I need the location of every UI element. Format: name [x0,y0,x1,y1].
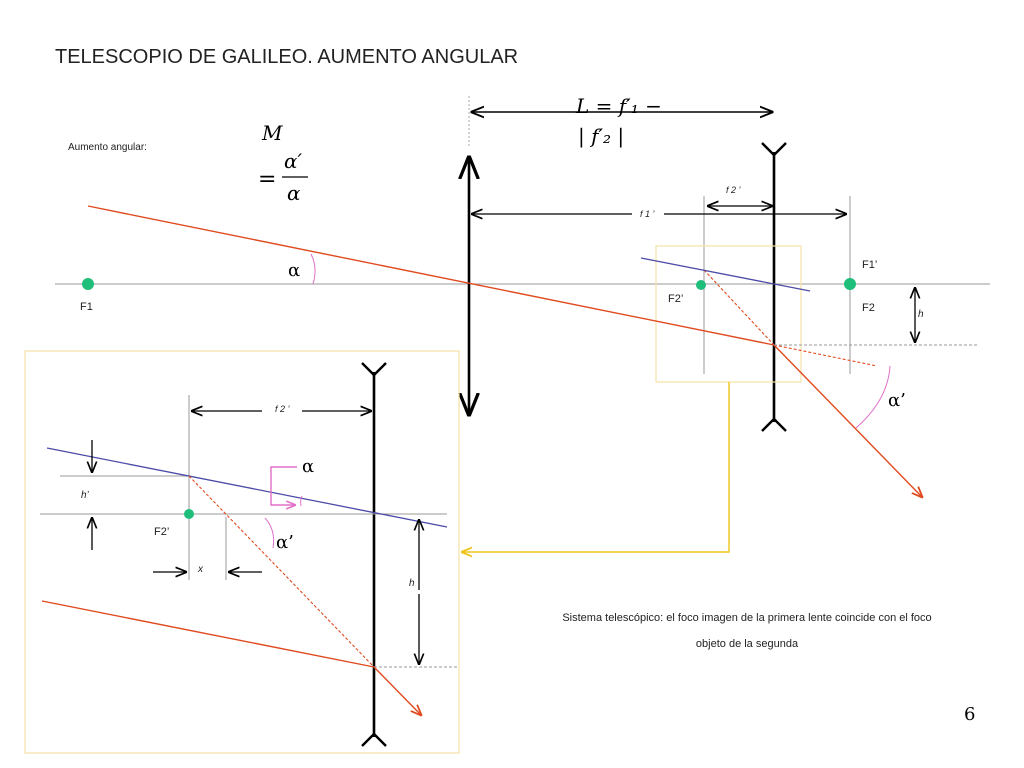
inset-alpha-small-arc [300,495,303,507]
focus-f1-prime-point [844,278,856,290]
page-number: 6 [964,704,975,725]
focus-f1-point [82,278,94,290]
formula-m-numerator: α′ [284,149,303,173]
formula-m-eq: = [258,167,276,192]
inset-eyepiece-lens [361,362,387,747]
emergent-ray-red [773,344,922,497]
focus-f2-prime-point [696,280,706,290]
inset-h-label: h [409,578,415,589]
h-label: h [918,309,924,320]
inset-virtual-ray-dashed [188,475,375,668]
inset-alpha-prime-arc [264,517,275,549]
inset-alpha-angle-marker [270,466,297,505]
parallel-ray-blue [640,257,811,292]
ray-extension-dashed [773,344,878,367]
zoom-region-box [655,245,802,383]
caption-line-2: objeto de la segunda [696,638,799,650]
focus-f1-label: F1 [80,301,93,313]
focus-f2-prime-label: F2’ [668,293,683,305]
alpha-prime-label: α’ [888,390,906,411]
inset-emergent-ray-red [373,666,421,715]
inset-alpha-prime-label: α’ [276,532,294,553]
f2-prime-label: f 2 ’ [726,185,742,195]
inset-hprime-label: h’ [81,490,90,501]
alpha-angle-arc [310,253,316,285]
inset-f2-prime-label: f 2 ’ [275,404,291,414]
inset-focus-f2-prime-point [184,509,194,519]
formula-m-symbol: M [261,121,283,145]
inset-incident-ray-red [41,600,375,668]
page-title: TELESCOPIO DE GALILEO. AUMENTO ANGULAR [55,46,518,68]
incident-ray-red [87,205,775,346]
inset-alpha-label: α [302,456,314,477]
inset-parallel-ray-blue [46,447,448,528]
alpha-label: α [288,260,300,281]
aumento-label: Aumento angular: [68,142,147,153]
zoom-inset-box [24,350,460,754]
f1-prime-label: f 1 ’ [640,209,656,219]
inset-focus-f2-prime-label: F2’ [154,526,169,538]
caption-line-1: Sistema telescópico: el foco imagen de l… [562,612,931,624]
formula-m-denominator: α [287,181,301,205]
zoom-connector-arrow [462,382,730,552]
inset-x-label: x [197,564,204,575]
alpha-prime-angle-arc [855,365,891,429]
virtual-ray-dashed [703,269,775,346]
formula-m: M = α′ α [258,121,308,205]
formula-l-line2: | f′₂ | [578,124,624,149]
focus-f2-label: F2 [862,302,875,314]
formula-l-line1: L = f′₁ − [575,94,662,118]
focus-f1-prime-label: F1’ [862,259,877,271]
eyepiece-lens [761,142,787,432]
